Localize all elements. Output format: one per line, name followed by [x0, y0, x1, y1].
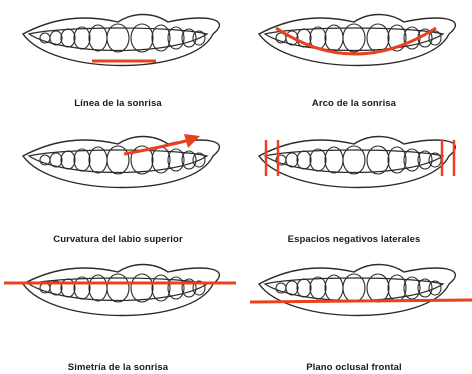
tooth	[89, 25, 107, 51]
lips-outline	[23, 265, 219, 316]
lips-outline	[259, 137, 455, 188]
occlusal-plane-illustration	[236, 250, 472, 374]
panel-smile-arc: Arco de la sonrisa	[236, 0, 472, 124]
panel-smile-symmetry: Simetría de la sonrisa	[0, 250, 236, 374]
caption-occlusal-plane: Plano oclusal frontal	[236, 362, 472, 373]
tooth	[310, 277, 326, 299]
mouth-drawing	[23, 265, 219, 316]
tooth	[286, 153, 298, 167]
tooth	[325, 147, 343, 173]
symmetry-illustration	[0, 250, 236, 374]
tooth	[61, 151, 75, 169]
tooth	[50, 153, 62, 167]
tooth	[310, 149, 326, 171]
upper-lip-arrow-head	[184, 134, 200, 148]
tooth	[89, 275, 107, 301]
tooth	[297, 279, 311, 297]
tooth	[50, 31, 62, 45]
tooth	[89, 147, 107, 173]
tooth	[325, 25, 343, 51]
tooth	[74, 277, 90, 299]
caption-upper-lip: Curvatura del labio superior	[0, 234, 236, 245]
mouth-drawing	[259, 265, 455, 316]
mouth-drawing	[259, 15, 455, 66]
occlusal-plane-mark	[250, 300, 472, 302]
panel-smile-line: Línea de la sonrisa	[0, 0, 236, 124]
tooth	[297, 151, 311, 169]
tooth	[61, 29, 75, 47]
upper-lip-illustration	[0, 124, 236, 248]
panel-upper-lip-curvature: Curvatura del labio superior	[0, 124, 236, 248]
panel-occlusal-plane: Plano oclusal frontal	[236, 250, 472, 374]
lips-outline	[23, 15, 219, 66]
caption-smile-line: Línea de la sonrisa	[0, 98, 236, 109]
negative-spaces-illustration	[236, 124, 472, 248]
tooth	[325, 275, 343, 301]
tooth	[74, 149, 90, 171]
tooth	[286, 281, 298, 295]
caption-smile-arc: Arco de la sonrisa	[236, 98, 472, 109]
lips-outline	[259, 15, 455, 66]
mouth-drawing	[259, 137, 455, 188]
caption-negative-spaces: Espacios negativos laterales	[236, 234, 472, 245]
lips-outline	[259, 265, 455, 316]
panel-negative-spaces: Espacios negativos laterales	[236, 124, 472, 248]
mouth-drawing	[23, 15, 219, 66]
caption-symmetry: Simetría de la sonrisa	[0, 362, 236, 373]
tooth	[74, 27, 90, 49]
